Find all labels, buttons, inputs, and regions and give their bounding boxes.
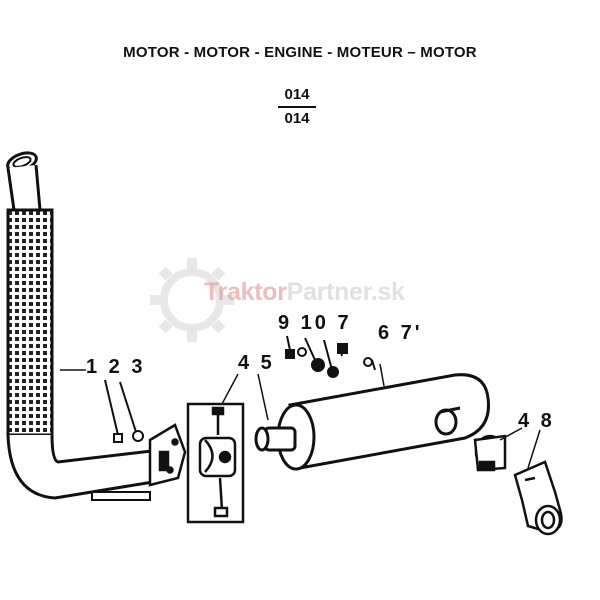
watermark-gear-icon (150, 258, 234, 342)
section-code-top: 014 (284, 86, 310, 103)
callout-exhaust-pipe: 1 2 3 (86, 356, 146, 378)
code-divider (278, 106, 316, 108)
leader-lines (60, 363, 541, 469)
pipe-clamp-bracket (148, 423, 187, 487)
watermark-part1: Traktor (204, 278, 287, 306)
elbow-outlet (513, 460, 563, 536)
callout-bolt-group: 9 10 7 (278, 312, 352, 334)
callout-elbow-group: 4 8 (518, 410, 555, 432)
callout-washer-group: 6 7' (378, 322, 423, 344)
elbow-clamp (473, 434, 507, 472)
watermark-text: TraktorPartner.sk (204, 278, 405, 307)
exhaust-pipe (6, 151, 167, 501)
bolts-nuts (285, 335, 376, 378)
watermark-part2: Partner.sk (286, 278, 405, 306)
clamp-box (186, 402, 245, 524)
bolt-and-washer (104, 379, 144, 443)
section-code-bottom: 014 (284, 110, 310, 127)
muffler (254, 373, 491, 471)
callout-clamp-group: 4 5 (238, 352, 275, 374)
page-title: MOTOR - MOTOR - ENGINE - MOTEUR – MOTOR (123, 44, 477, 61)
